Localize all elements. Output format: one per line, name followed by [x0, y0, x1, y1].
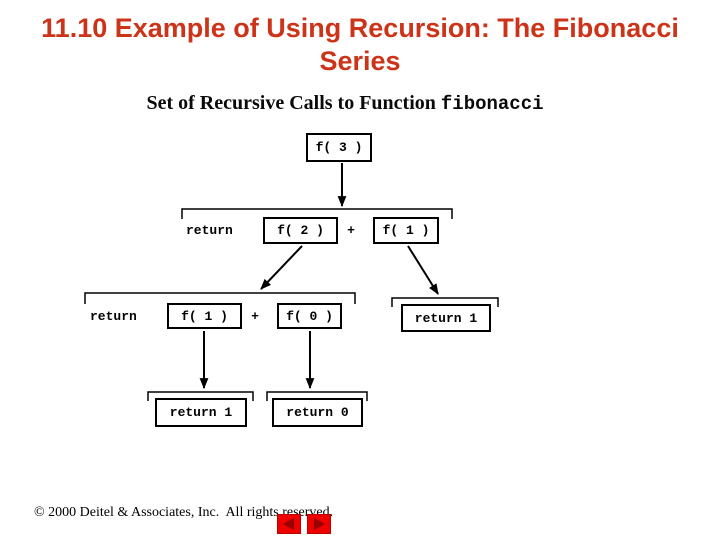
diagram-caption-text: Set of Recursive Calls to Function	[146, 92, 441, 114]
slide-title-line2: Series	[319, 46, 401, 76]
node-return1-right: return 1	[401, 304, 491, 332]
diagram-caption: Set of Recursive Calls to Function fibon…	[0, 92, 690, 115]
node-f1-left: f( 1 )	[167, 303, 242, 329]
node-f3: f( 3 )	[306, 133, 372, 162]
arrow-f1top-to-return1	[407, 245, 439, 295]
left-triangle-icon	[283, 518, 294, 530]
node-f2: f( 2 )	[263, 217, 338, 244]
next-slide-button[interactable]	[307, 514, 331, 534]
right-triangle-icon	[314, 518, 325, 530]
label-return-level2: return	[186, 223, 233, 238]
label-plus-level3: +	[251, 308, 259, 324]
diagram-caption-code: fibonacci	[440, 93, 544, 115]
previous-slide-button[interactable]	[277, 514, 301, 534]
slide-title-line1: 11.10 Example of Using Recursion: The Fi…	[41, 13, 679, 43]
slide-title: 11.10 Example of Using Recursion: The Fi…	[0, 12, 720, 78]
node-f1-top: f( 1 )	[373, 217, 439, 244]
arrow-f2-to-level3	[260, 245, 303, 290]
node-return0-bottom: return 0	[272, 398, 363, 427]
label-plus-level2: +	[347, 223, 355, 238]
label-return-level3: return	[90, 308, 137, 324]
node-return1-bottom: return 1	[155, 398, 247, 427]
node-f0: f( 0 )	[277, 303, 342, 329]
